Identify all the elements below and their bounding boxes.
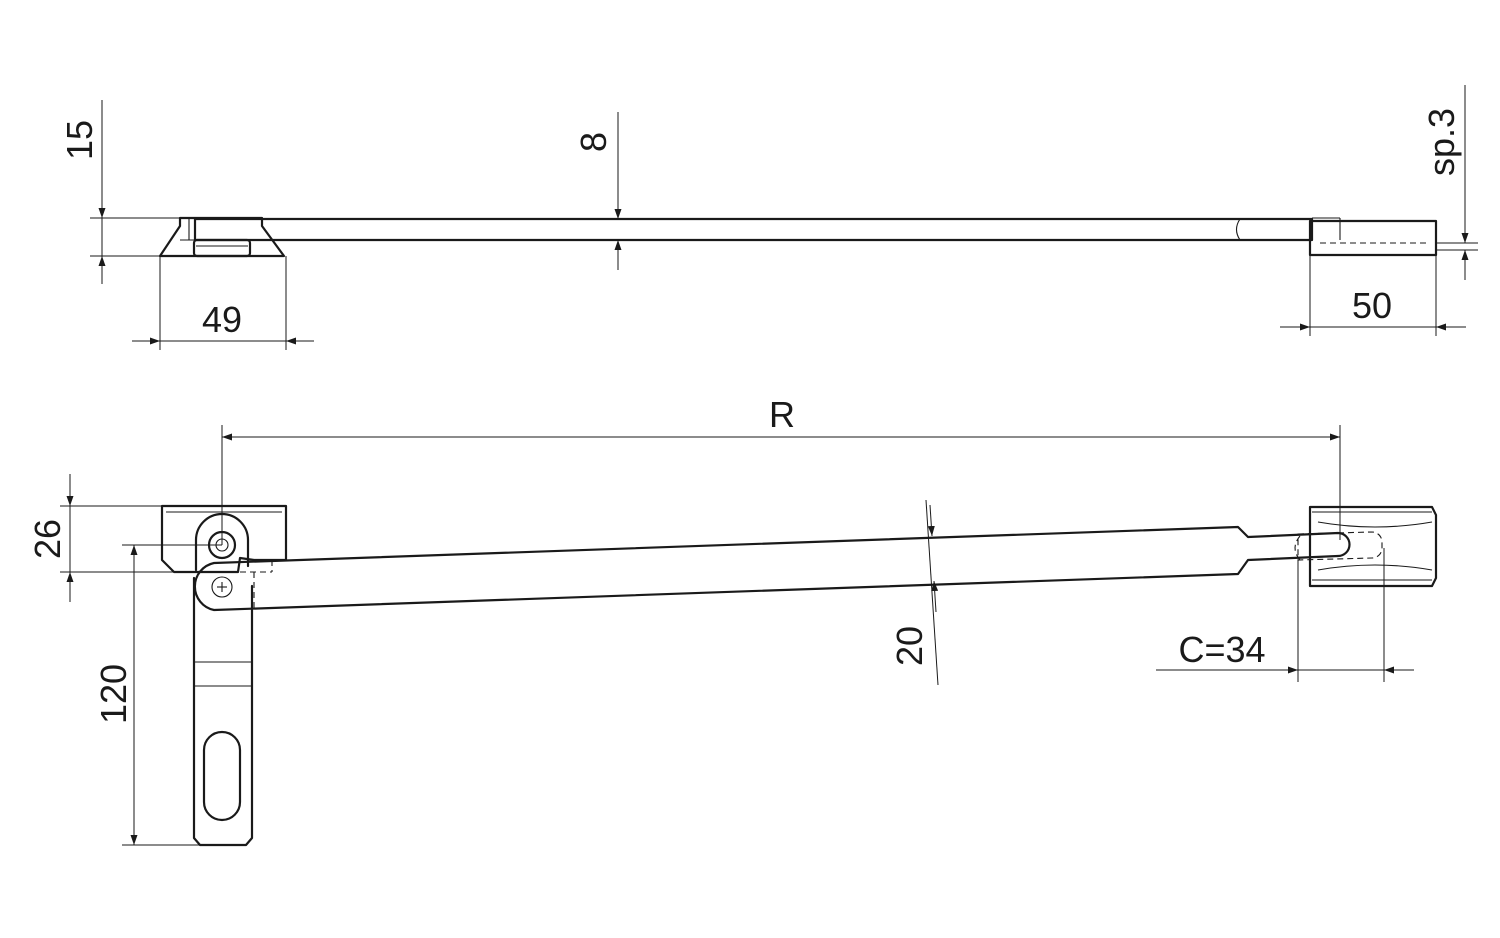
dimension-r-label: R	[769, 394, 795, 435]
dimension-49: 49	[132, 256, 314, 350]
dimension-20: 20	[889, 499, 939, 686]
dimension-15: 15	[59, 100, 180, 284]
dimension-8-label: 8	[573, 132, 614, 152]
dimension-120-label: 120	[93, 664, 134, 724]
dimension-r: R	[221, 394, 1341, 545]
dimension-20-label: 20	[889, 626, 930, 666]
dimension-15-label: 15	[59, 120, 100, 160]
plan-view	[160, 504, 1438, 847]
side-view	[158, 216, 1438, 258]
dimension-49-label: 49	[202, 299, 242, 340]
dimension-c34: C=34	[1156, 548, 1414, 682]
dimension-120: 120	[93, 544, 222, 846]
dimension-sp3-label: sp.3	[1421, 108, 1462, 176]
dimension-26: 26	[27, 474, 174, 602]
dimension-50-label: 50	[1352, 285, 1392, 326]
dimension-c34-label: C=34	[1178, 629, 1265, 670]
dimension-sp3: sp.3	[1421, 85, 1478, 280]
dimension-8: 8	[573, 112, 622, 270]
dimension-50: 50	[1280, 256, 1466, 336]
dimension-26-label: 26	[27, 519, 68, 559]
